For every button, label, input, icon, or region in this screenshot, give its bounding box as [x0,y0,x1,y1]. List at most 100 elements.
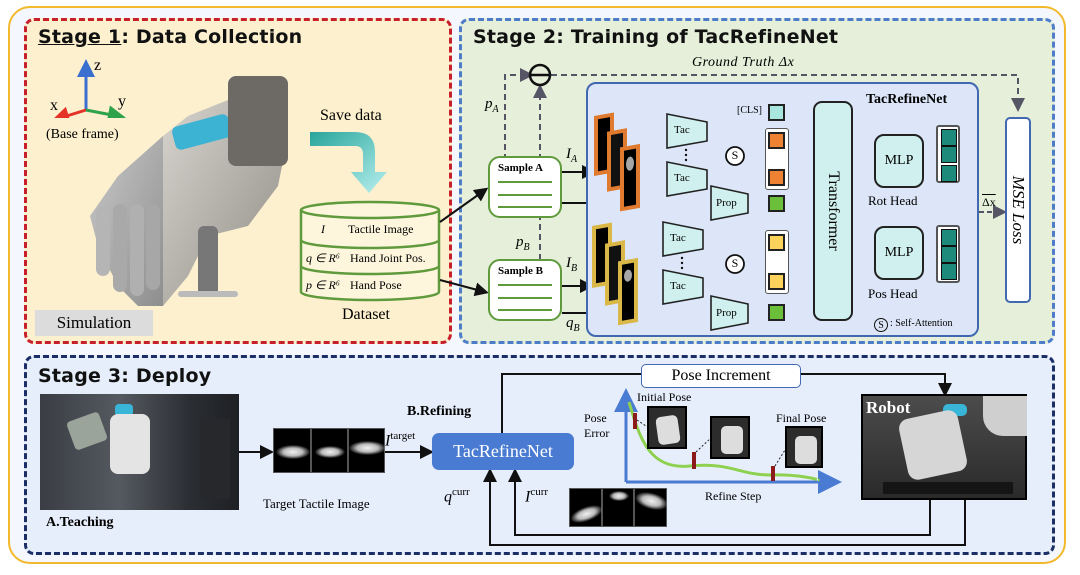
IA-label: IA [566,146,577,165]
pos-head-mlp: MLP [874,226,924,280]
self-attention-legend-icon: S [874,318,888,332]
tactile-frames-a [594,112,640,212]
refine-step-axis-label: Refine Step [705,489,762,503]
qB-label: qB [566,315,580,334]
refining-label: B.Refining [407,404,472,419]
base-frame-axes-icon [51,59,126,118]
i-curr-label: Icurr [525,486,548,506]
hand-shape [655,414,681,446]
stage1-title: Stage 1: Data Collection [38,26,302,48]
contact-blob [315,446,345,458]
transformer-label: Transformer [825,171,842,251]
sample-a-label: Sample A [498,162,543,174]
IB-subscript: B [571,263,578,274]
mse-loss-label: MSE Loss [1009,175,1028,245]
sample-b-label: Sample B [498,265,543,277]
self-attention-legend: : Self-Attention [890,318,953,329]
rot-head-output [936,125,960,183]
photo-detail [983,396,1027,436]
stage1-title-prefix: Stage 1 [38,26,122,48]
output-cell [941,146,957,163]
contact-blob [276,445,310,459]
output-cell [941,229,957,246]
qB-symbol: q [566,315,574,331]
sample-line [498,309,552,311]
cls-label: [CLS] [737,105,762,116]
tacrefinenet-button-label: TacRefineNet [453,441,553,461]
pA-label: pA [485,96,499,115]
target-tactile-image [348,428,386,473]
stage2-title: Stage 2: Training of TacRefineNet [473,26,839,48]
pose-increment-label: Pose Increment [671,367,771,384]
final-pose-thumbnail [785,426,823,468]
initial-pose-label: Initial Pose [637,390,692,404]
mse-loss-block [1005,117,1031,303]
pos-head-label: Pos Head [868,286,918,301]
tacrefinenet-button[interactable]: TacRefineNet [432,433,574,470]
hand-shape [795,436,817,464]
contact-blob [568,501,605,527]
i-target-superscript: target [390,430,416,442]
output-cell [941,165,957,182]
base-frame-caption: (Base frame) [46,127,119,142]
sample-line [498,206,552,208]
sample-a-card: Sample A [488,156,562,218]
tac-token-b [768,234,785,251]
prop-token-b [768,304,785,321]
final-pose-label: Final Pose [776,411,827,425]
delta-x-hat-label: Δx [982,195,996,209]
cls-token [768,104,785,121]
tac-token-a [768,169,785,186]
initial-pose-thumbnail [647,406,687,449]
contact-blob [349,441,386,455]
axis-y-label: y [118,93,126,110]
sample-line [498,297,552,299]
target-tactile-label: Target Tactile Image [263,496,370,511]
photo-detail [110,414,150,474]
tac-token-b [768,273,785,290]
dataset-row-symbol: I [321,222,325,236]
pose-increment-box: Pose Increment [641,364,801,388]
dataset-row-label: Hand Pose [350,278,402,292]
output-cell [941,263,957,280]
rot-head-mlp: MLP [874,134,924,188]
transformer-block [813,101,853,321]
sample-line [498,194,552,196]
stage1-title-suffix: : Data Collection [121,26,303,48]
self-attention-symbol: S [731,256,739,270]
tactile-frames-b [592,222,638,326]
pB-label: pB [516,234,530,253]
target-tactile-image [311,428,348,473]
dataset-row-symbol: p ∈ R⁶ [306,278,340,292]
target-tactile-image [273,428,311,473]
prop-label: Prop [716,197,737,209]
i-target-label: Itarget [385,430,415,450]
pB-symbol: p [516,234,524,250]
sample-b-card: Sample B [488,259,562,321]
contact-blob [633,489,670,513]
dataset-cylinder-icon [299,200,441,302]
q-curr-label: qcurr [444,486,470,506]
pA-subscript: A [492,104,499,115]
hand-shape [721,426,743,454]
tac-label: Tac [674,172,690,184]
i-curr-superscript: curr [530,486,549,498]
IB-label: IB [566,255,577,274]
robot-photo [861,394,1027,500]
q-curr-symbol: q [444,488,452,506]
current-tactile-image [633,488,670,527]
IB-symbol: I [566,255,571,271]
IA-subscript: A [571,154,578,165]
prop-label: Prop [716,307,737,319]
sample-line [498,181,552,183]
tacrefinenet-block-title: TacRefineNet [866,92,948,107]
output-cell [941,246,957,263]
self-attention-symbol: S [731,148,739,162]
tac-label: Tac [670,280,686,292]
current-tactile-image [568,488,605,527]
qB-subscript: B [573,323,580,334]
current-tactile-image [602,488,634,527]
pose-error-axis-label: Pose Error [584,411,610,440]
teaching-photo [40,394,239,510]
dataset-caption: Dataset [342,306,390,323]
